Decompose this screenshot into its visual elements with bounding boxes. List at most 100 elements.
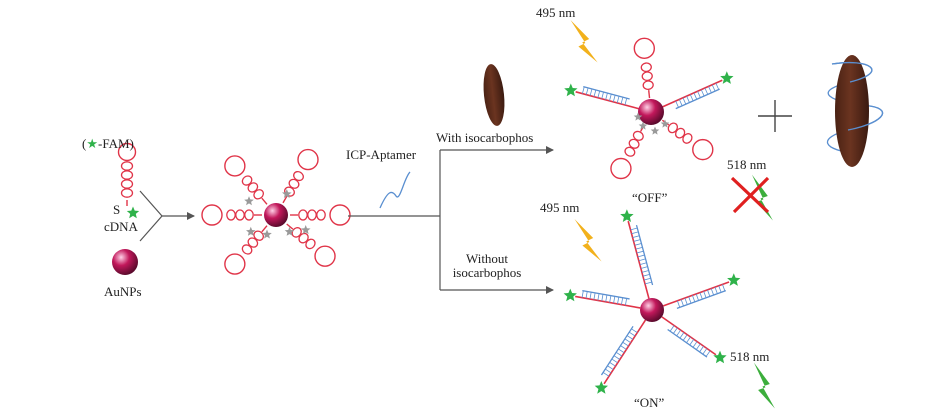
- base-pair: [609, 362, 616, 367]
- icp-aptamer-strand: [379, 171, 411, 209]
- base-pair: [633, 239, 641, 242]
- hairpin-loop: [633, 37, 656, 60]
- base-pair: [638, 258, 646, 262]
- aptamer-strand: [676, 289, 727, 309]
- base-pair: [710, 288, 714, 296]
- base-pair: [611, 358, 618, 364]
- excitation-bottom-label: 495 nm: [540, 200, 580, 215]
- hairpin-loop: [297, 148, 319, 171]
- base-pair: [629, 331, 636, 337]
- base-pair: [641, 270, 649, 273]
- base-pair: [620, 345, 627, 350]
- aptamer-strand: [583, 85, 630, 100]
- gold-nanoparticle: [112, 249, 138, 275]
- without-line-1: Without: [465, 251, 509, 266]
- base-pair: [631, 231, 639, 235]
- hairpin-loop: [201, 204, 223, 226]
- base-pair: [679, 332, 685, 339]
- hairpin-arm: [290, 204, 351, 226]
- hairpin-stem-loop: [641, 71, 653, 82]
- duplex-arm: [663, 281, 730, 309]
- aptamer-strand: [667, 328, 708, 358]
- fam-star: [620, 209, 634, 222]
- hairpin-stem-loop: [307, 209, 317, 221]
- quenched-fam-star: [262, 229, 272, 239]
- emission-bottom-label: 518 nm: [730, 349, 770, 364]
- hairpin-loop: [224, 253, 246, 275]
- hairpin-stem-loop: [235, 209, 245, 221]
- base-pair: [612, 95, 616, 103]
- base-pair: [609, 94, 612, 101]
- hairpin-arm: [610, 124, 646, 180]
- hairpin-stem-loop: [624, 146, 636, 157]
- base-pair: [686, 336, 691, 343]
- hairpin-loop: [692, 138, 714, 161]
- base-pair: [589, 88, 593, 96]
- base-pair: [704, 87, 709, 95]
- merge-lines: [139, 190, 163, 242]
- base-pair: [609, 295, 612, 303]
- quenched-fam-star: [284, 226, 295, 236]
- base-pair: [602, 372, 610, 377]
- base-pair: [601, 91, 604, 99]
- base-pair: [617, 296, 620, 304]
- aptamer-isocarbophos-complex: [835, 55, 869, 167]
- base-pair: [601, 294, 604, 302]
- base-pair: [682, 97, 687, 105]
- quenched-fam-star: [246, 226, 256, 236]
- base-pair: [605, 92, 608, 100]
- base-pair: [675, 100, 679, 108]
- icp-aptamer-label: ICP-Aptamer: [346, 147, 417, 162]
- base-pair: [620, 97, 624, 105]
- base-pair: [700, 89, 705, 97]
- hairpin-loop: [610, 157, 632, 180]
- hairpin-loop: [329, 204, 351, 226]
- duplex-arm: [600, 319, 647, 385]
- base-pair: [605, 368, 612, 374]
- base-pair: [630, 227, 638, 231]
- base-pair: [707, 289, 711, 297]
- duplex-arm: [575, 85, 640, 110]
- base-pair: [673, 327, 678, 334]
- hairpin-arm: [661, 119, 714, 161]
- base-pair: [689, 339, 695, 346]
- legend-text: -FAM): [98, 136, 134, 151]
- hairpin-arm: [633, 37, 656, 99]
- base-pair: [693, 92, 698, 100]
- base-pair: [585, 291, 588, 299]
- fam-star: [563, 288, 577, 302]
- green-star-icon: ★: [86, 136, 98, 151]
- hairpin-stem-loop: [288, 178, 300, 189]
- hairpin-stem-loop: [247, 182, 259, 193]
- emission-top-label: 518 nm: [727, 157, 767, 172]
- base-pair: [689, 94, 694, 102]
- base-pair: [714, 286, 718, 294]
- base-pair: [624, 98, 628, 106]
- base-pair: [695, 293, 699, 301]
- base-pair: [711, 84, 716, 92]
- hairpin-linker: [286, 223, 294, 230]
- cdna-hairpin-loop: [117, 142, 137, 162]
- aptamer-strand: [600, 325, 634, 376]
- base-pair: [621, 297, 624, 305]
- base-pair: [715, 82, 720, 90]
- without-isocarbophos-label: Without isocarbophos: [446, 252, 528, 280]
- legend-open: (: [82, 136, 87, 151]
- hairpin-stem-loop: [642, 80, 654, 91]
- off-state-label: “OFF”: [632, 190, 668, 205]
- base-pair: [708, 86, 712, 93]
- aptamer-strand: [675, 88, 720, 110]
- hairpin-stem-loop: [226, 209, 236, 221]
- gold-nanoparticle-off: [638, 99, 664, 125]
- base-pair: [589, 292, 592, 300]
- base-pair: [680, 299, 684, 307]
- sulfur-label: S: [113, 202, 121, 217]
- quenched-fam-star: [638, 121, 648, 130]
- fam-legend: (★-FAM): [82, 137, 134, 151]
- fam-star-icon: [126, 206, 140, 219]
- base-pair: [607, 365, 614, 370]
- base-pair: [699, 345, 704, 353]
- hairpin-stem-loop: [682, 133, 693, 144]
- with-isocarbophos-label: With isocarbophos: [436, 130, 534, 145]
